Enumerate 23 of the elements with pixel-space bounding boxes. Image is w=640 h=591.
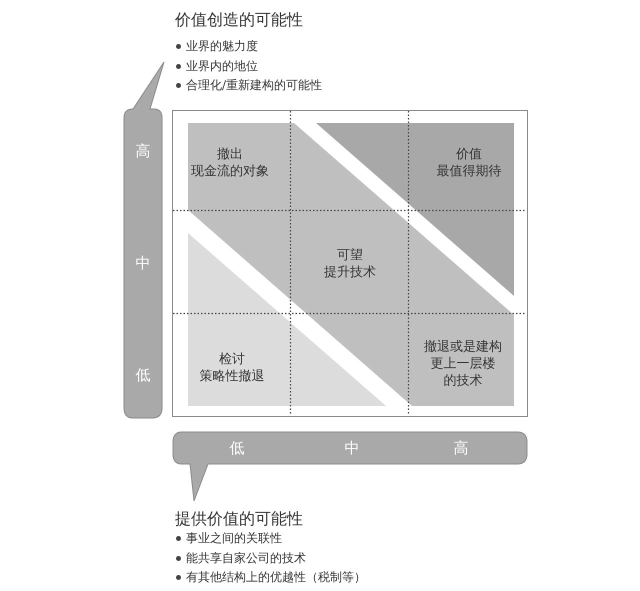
axis-title: 提供价值的可能性	[175, 509, 303, 529]
axis-value: 中	[136, 254, 150, 272]
quadrant-label: 价值最值得期待	[436, 146, 502, 180]
quadrant-label: 可望提升技术	[324, 247, 376, 281]
axis-value: 中	[344, 439, 360, 457]
list-item: 业界的魅力度	[186, 39, 258, 54]
list-item: 业界内的地位	[186, 58, 258, 74]
quadrant-label: 检讨策略性撤退	[200, 351, 264, 385]
axis-value: 低	[230, 439, 244, 457]
axis-callout-bubble	[172, 431, 528, 503]
axis-title: 价值创造的可能性	[175, 10, 303, 30]
list-item: 事业之间的关联性	[186, 531, 282, 546]
axis-value: 低	[136, 366, 150, 384]
quadrant-label: 撤出现金流的对象	[191, 146, 269, 180]
list-item: 有其他结构上的优越性（税制等）	[186, 570, 366, 585]
list-item: 合理化/重新建构的可能性	[186, 78, 322, 93]
triangle-region	[316, 123, 514, 296]
quadrant-label: 撤退或是建构更上一层楼的技术	[424, 338, 502, 390]
axis-value: 高	[136, 142, 150, 160]
list-item: 能共享自家公司的技术	[186, 550, 306, 566]
triangle-region	[188, 233, 386, 406]
axis-value: 高	[454, 439, 468, 457]
axis-callout-bubble	[122, 60, 166, 420]
